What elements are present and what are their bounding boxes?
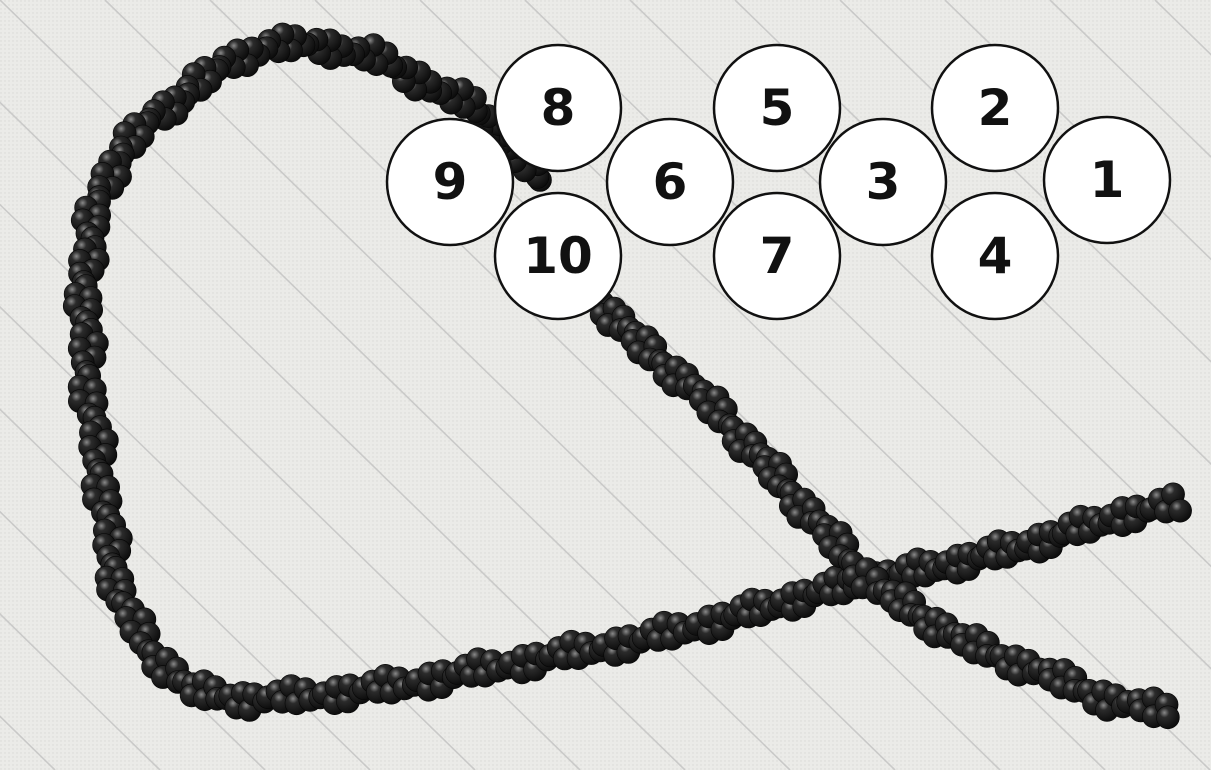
ball-number: 7 [760,227,795,285]
numbered-ball-6: 6 [607,119,733,245]
numbered-ball-8: 8 [495,45,621,171]
numbered-ball-4: 4 [932,193,1058,319]
chain-bead [1156,706,1179,729]
numbered-ball-9: 9 [387,119,513,245]
ball-number: 10 [523,227,593,285]
ball-number: 5 [760,79,795,137]
numbered-ball-3: 3 [820,119,946,245]
ball-number: 9 [433,153,468,211]
ball-number: 8 [541,79,576,137]
numbered-ball-10: 10 [495,193,621,319]
ball-number: 2 [978,79,1013,137]
numbered-ball-7: 7 [714,193,840,319]
numbered-ball-2: 2 [932,45,1058,171]
ball-number: 6 [653,153,688,211]
numbered-ball-1: 1 [1044,117,1170,243]
numbered-ball-5: 5 [714,45,840,171]
chain-bead [1169,499,1192,522]
ball-number: 4 [978,227,1013,285]
ball-number: 1 [1090,151,1125,209]
ball-number: 3 [866,153,901,211]
